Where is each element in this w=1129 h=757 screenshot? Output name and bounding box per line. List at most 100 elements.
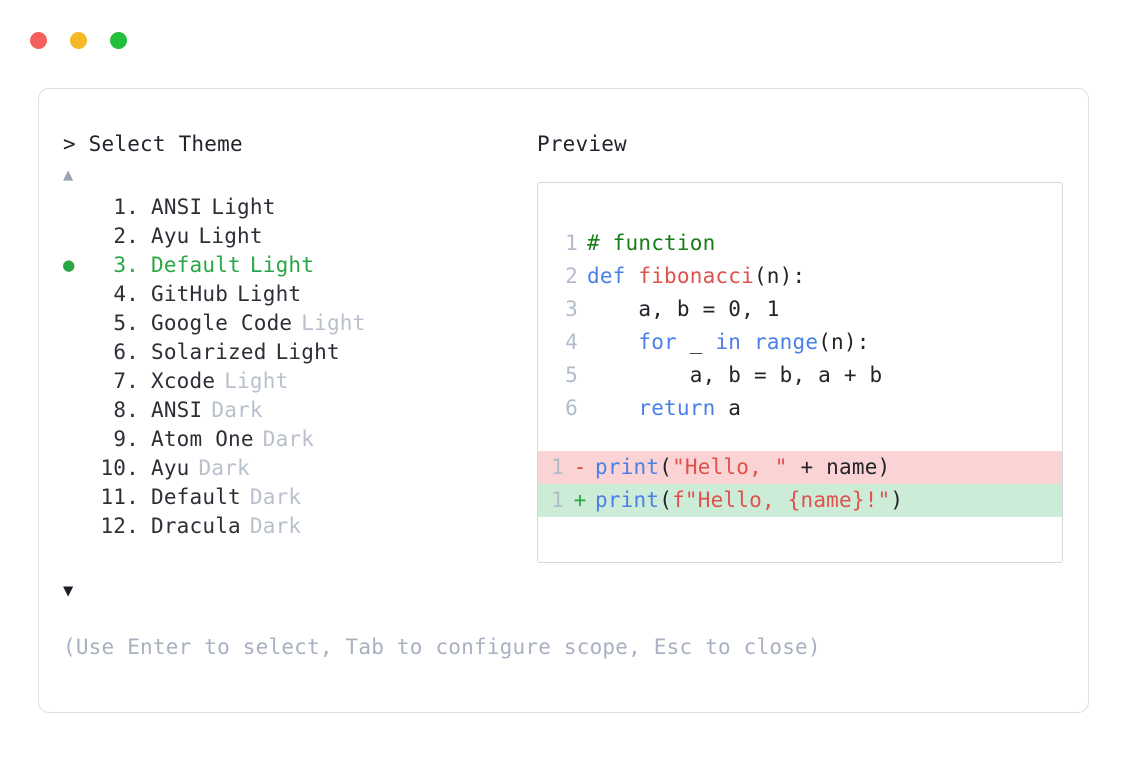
diff-sign: - [573, 455, 587, 479]
code-line: 4 for _ in range(n): [538, 326, 1062, 359]
selected-bullet-icon: ● [63, 483, 93, 512]
theme-list-item[interactable]: ● 12. Dracula Dark [63, 512, 523, 541]
theme-item-name: Ayu [151, 456, 190, 480]
code-token-kw: for [638, 330, 677, 354]
code-token-plain: + name) [787, 455, 891, 479]
code-line-text: for _ in range(n): [587, 326, 870, 359]
theme-item-name: Default [151, 485, 241, 509]
theme-list[interactable]: ●1.ANSILight●2.AyuLight●3.DefaultLight●4… [63, 193, 523, 541]
selected-bullet-icon: ● [63, 367, 93, 396]
code-token-fn: fibonacci [638, 264, 754, 288]
theme-item-variant: Light [211, 195, 276, 219]
selected-bullet-icon: ● [63, 425, 93, 454]
window-traffic-lights [30, 32, 127, 49]
code-token-plain: ( [659, 455, 673, 479]
theme-item-variant: Light [198, 224, 263, 248]
theme-item-name: GitHub [151, 282, 229, 306]
theme-item-index: 2. [113, 224, 139, 248]
close-button[interactable] [30, 32, 47, 49]
theme-item-name: Solarized [151, 340, 267, 364]
code-line: 5 a, b = b, a + b [538, 359, 1062, 392]
code-line-text: # function [587, 227, 715, 260]
code-token-kw: print [595, 488, 660, 512]
minimize-button[interactable] [70, 32, 87, 49]
selected-bullet-icon: ● [63, 193, 93, 222]
code-token-plain: a, b = b, a + b [587, 363, 883, 387]
code-token-str: "Hello, " [672, 455, 788, 479]
theme-item-index: 5. [113, 311, 139, 335]
code-token-plain [587, 330, 638, 354]
code-line: 6 return a [538, 392, 1062, 425]
code-line-number: 3 [565, 297, 578, 321]
theme-item-variant: Light [249, 253, 315, 277]
theme-list-item[interactable]: ● 2. Ayu Light [63, 222, 523, 251]
scroll-down-arrow-icon[interactable]: ▼ [63, 581, 74, 601]
preview-label: Preview [537, 132, 627, 156]
diff-block: 1-print("Hello, " + name)1+print(f"Hello… [538, 451, 1062, 517]
diff-sign: + [573, 488, 587, 512]
code-token-comment: # function [587, 231, 716, 255]
selected-bullet-icon: ● [63, 396, 93, 425]
selected-bullet-icon: ● [63, 280, 93, 309]
code-token-plain [587, 396, 638, 420]
theme-item-index: 12. [100, 514, 139, 538]
theme-item-variant: Light [275, 340, 340, 364]
theme-item-name: Ayu [151, 224, 190, 248]
maximize-button[interactable] [110, 32, 127, 49]
selected-bullet-icon: ● [63, 222, 93, 251]
code-token-plain: _ [676, 330, 716, 354]
code-token-kw: def [587, 264, 639, 288]
selected-bullet-icon: ● [63, 512, 93, 541]
theme-list-item[interactable]: ● 6. Solarized Light [63, 338, 523, 367]
code-line-number: 2 [565, 264, 578, 288]
scroll-up-arrow-icon[interactable]: ▲ [63, 165, 74, 185]
code-line-text: def fibonacci(n): [587, 260, 805, 293]
selected-bullet-icon: ● [63, 309, 93, 338]
code-token-str: f"Hello, {name}!" [672, 488, 891, 512]
diff-line-number: 1 [551, 488, 564, 512]
selected-bullet-icon: ● [63, 338, 93, 367]
theme-item-variant: Light [301, 311, 366, 335]
code-token-plain: ( [659, 488, 673, 512]
code-line: 2 def fibonacci(n): [538, 260, 1062, 293]
theme-item-variant: Dark [249, 514, 302, 538]
theme-item-index: 11. [100, 485, 139, 509]
theme-item-name: Dracula [151, 514, 241, 538]
theme-item-index: 6. [113, 340, 139, 364]
code-line-number: 4 [565, 330, 578, 354]
theme-item-variant: Light [224, 369, 289, 393]
code-line: 3 a, b = 0, 1 [538, 293, 1062, 326]
code-token-plain: a [715, 396, 742, 420]
theme-item-name: Atom One [151, 427, 254, 451]
code-line-text: a, b = 0, 1 [587, 293, 780, 326]
theme-item-name: ANSI [151, 398, 203, 422]
keyboard-hint: (Use Enter to select, Tab to configure s… [63, 635, 821, 659]
code-spacer [538, 425, 1062, 451]
code-line-number: 1 [565, 231, 578, 255]
diff-line-number: 1 [551, 455, 564, 479]
diff-line-add: 1 + print(f"Hello, {name}!") [538, 484, 1062, 517]
theme-item-index: 1. [113, 195, 139, 219]
code-line-text: return a [587, 392, 741, 425]
theme-item-variant: Light [237, 282, 302, 306]
theme-item-variant: Dark [262, 427, 315, 451]
code-token-kw: return [638, 396, 716, 420]
diff-line-text: print("Hello, " + name) [595, 451, 890, 484]
diff-line-text: print(f"Hello, {name}!") [595, 484, 903, 517]
code-line-number: 5 [565, 363, 578, 387]
code-line-text: a, b = b, a + b [587, 359, 882, 392]
selected-bullet-icon: ● [63, 254, 75, 276]
code-line-number: 6 [565, 396, 578, 420]
